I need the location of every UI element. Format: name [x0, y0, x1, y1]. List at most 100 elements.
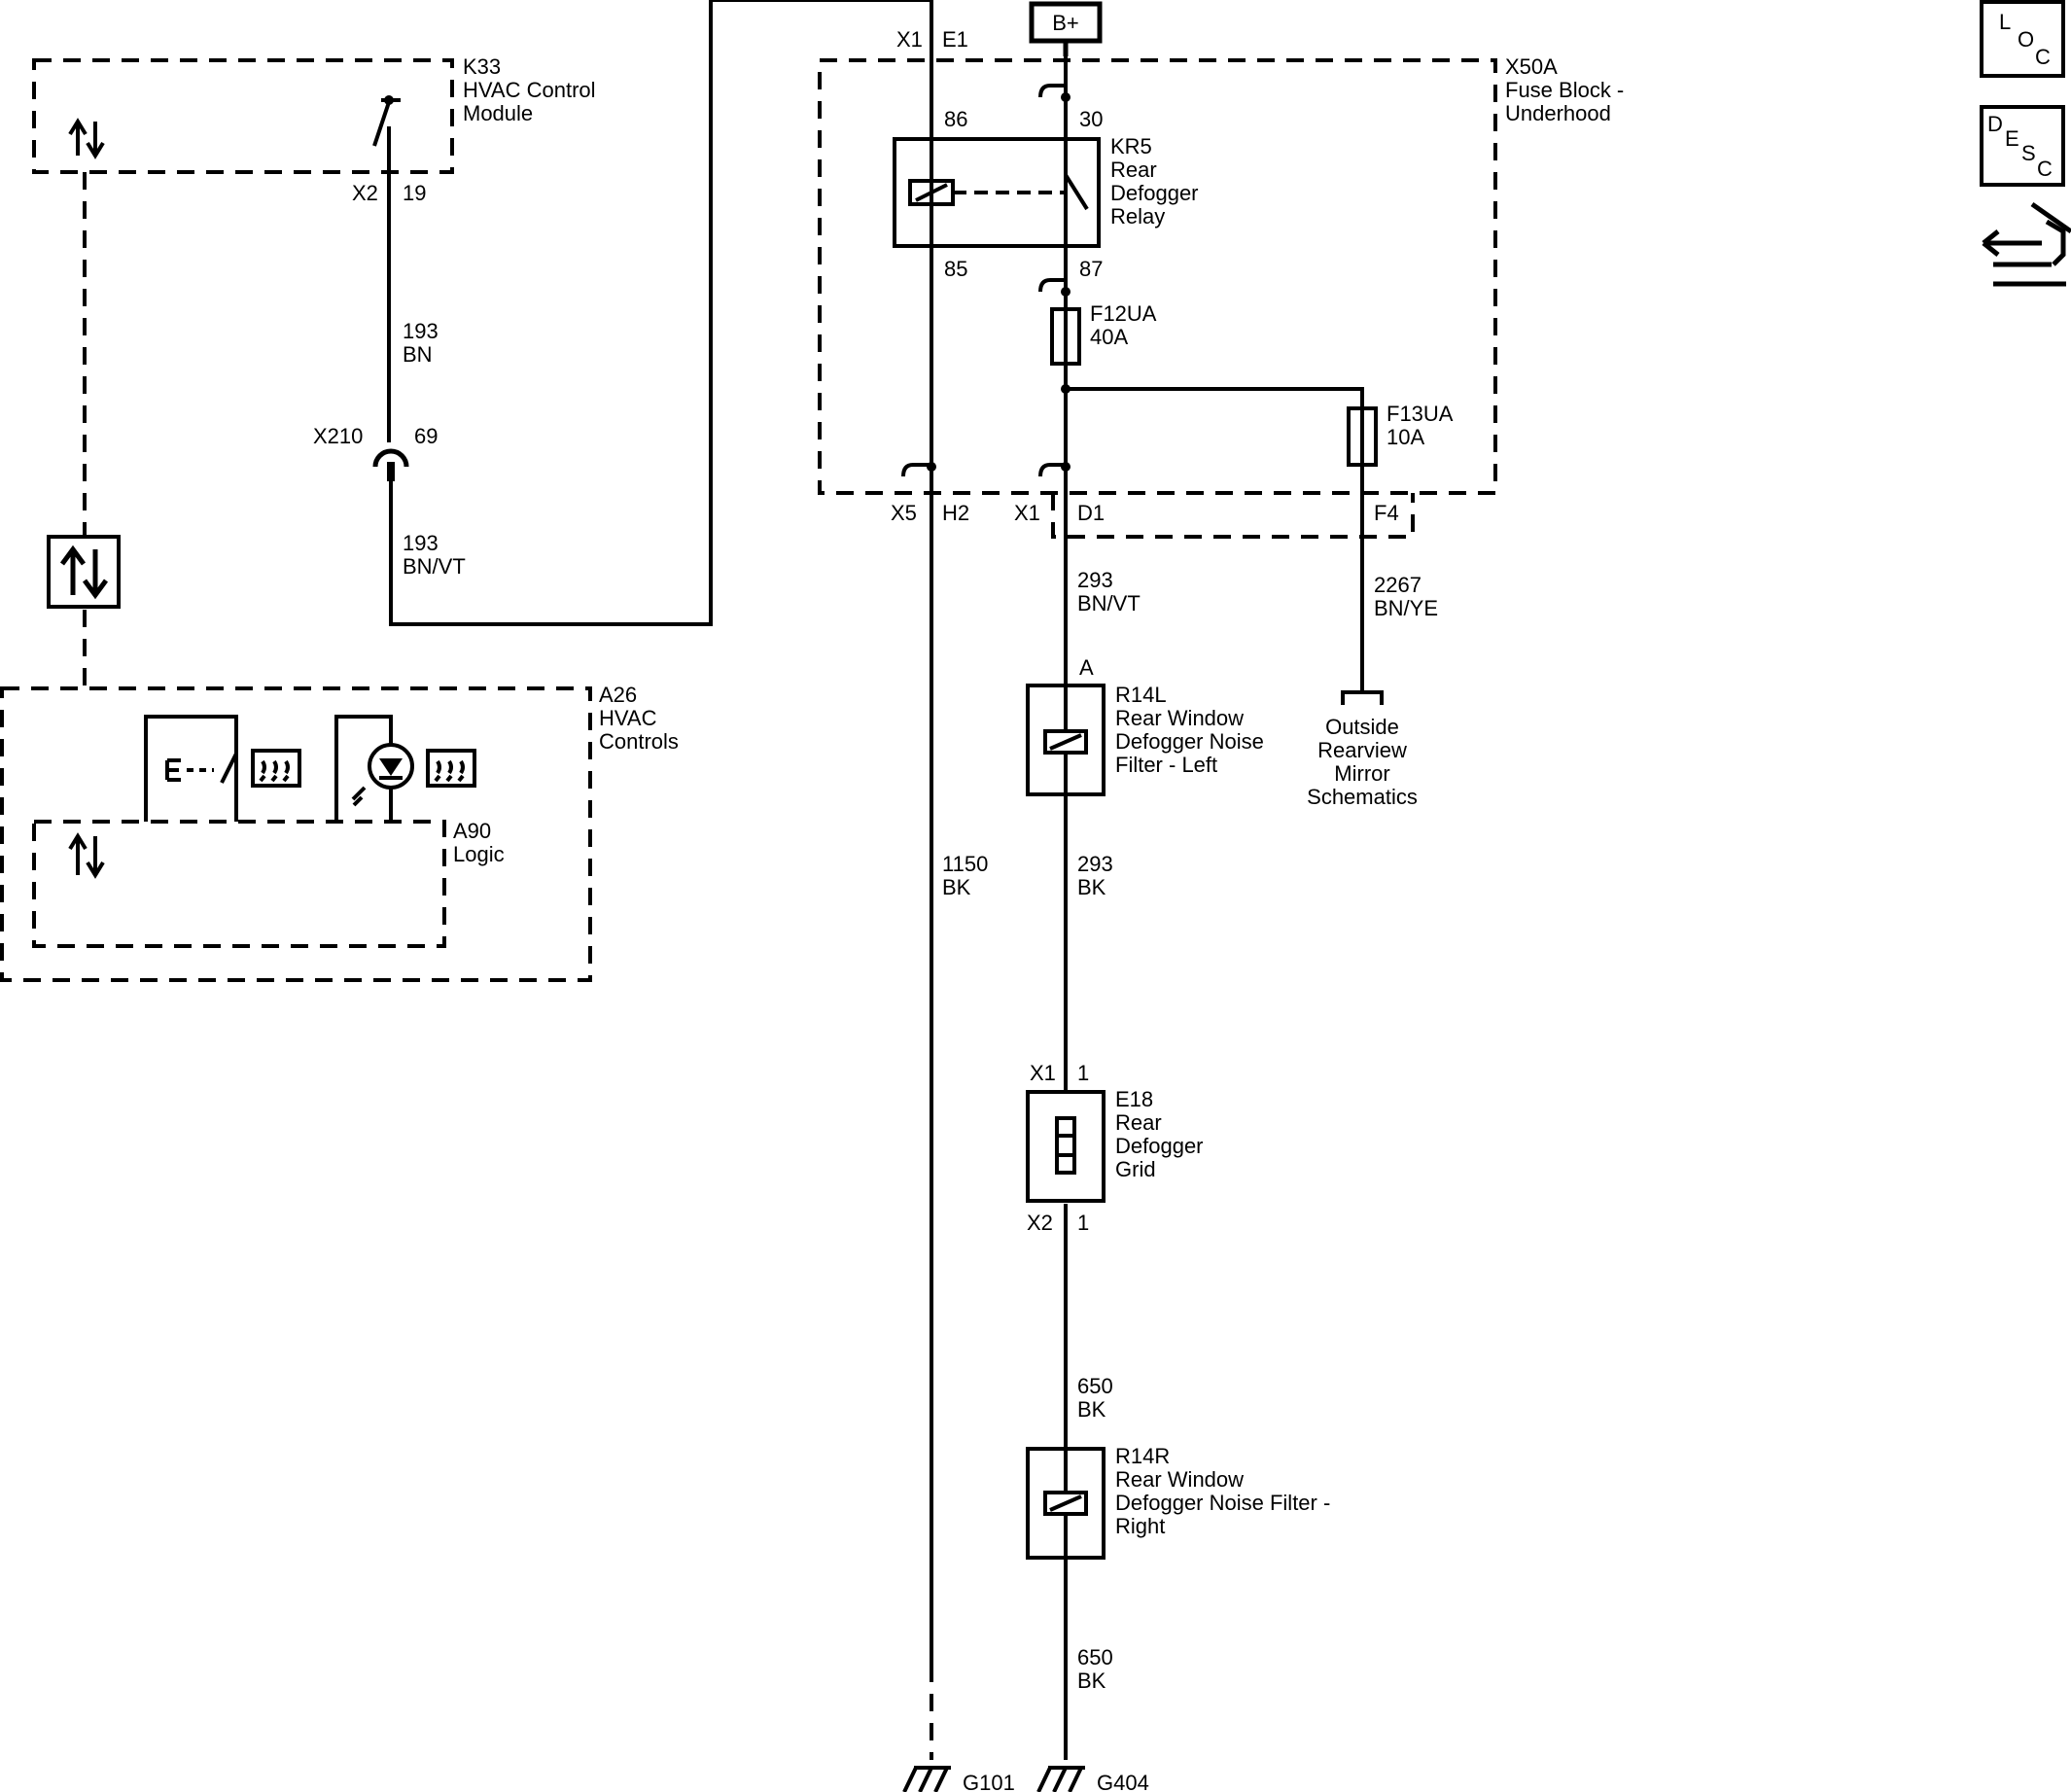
kr5-name-line3: Relay — [1110, 204, 1165, 228]
ground-g404: G404 — [1036, 1766, 1149, 1792]
desc-icon-letter-d: D — [1987, 112, 2003, 136]
kr5-name-line1: Rear — [1110, 158, 1157, 182]
location-view-button[interactable]: L O C — [1980, 0, 2065, 78]
serial-data-arrows-icon — [68, 832, 105, 879]
mirror-ref-line2: Rearview — [1317, 738, 1407, 762]
e18-name-line1: Rear — [1115, 1110, 1162, 1135]
k33-connector: X2 — [352, 181, 378, 205]
wire-650b-circuit: 650 — [1077, 1645, 1113, 1669]
kr5-rear-defogger-relay: 86 30 85 87 KR5 Rear Defogger Relay — [893, 107, 1199, 281]
wire-650b-color: BK — [1077, 1669, 1106, 1693]
connector-hook-30 — [1038, 84, 1066, 98]
x50a-fuse-block-underhood: X50A Fuse Block - Underhood X1 E1 86 30 … — [818, 27, 1624, 539]
x50a-name-line2: Underhood — [1505, 101, 1611, 125]
x50a-d1-pin: D1 — [1077, 501, 1105, 525]
desc-icon-letter-s: S — [2021, 141, 2036, 165]
e18-pin-top: 1 — [1077, 1061, 1089, 1085]
wire-193-bn-vt: 193 BN/VT — [389, 0, 933, 626]
k33-name-line2: Module — [463, 101, 533, 125]
f13ua-ref: F13UA — [1387, 402, 1454, 426]
connector-hook-h2 — [901, 463, 931, 477]
wire-1150-circuit: 1150 — [942, 852, 988, 876]
mirror-schematics-reference[interactable]: Outside Rearview Mirror Schematics — [1307, 715, 1418, 809]
defog-indicator-symbol-icon — [426, 749, 476, 788]
x50a-x5-connector: X5 — [891, 501, 917, 525]
kr5-name-line2: Defogger — [1110, 181, 1199, 205]
r14r-noise-filter-right: R14R Rear Window Defogger Noise Filter -… — [1026, 1444, 1330, 1560]
defog-symbol-icon — [251, 749, 301, 788]
a26-ref: A26 — [599, 683, 637, 707]
kr5-pin-87: 87 — [1079, 257, 1103, 281]
a90-name: Logic — [453, 842, 505, 866]
battery-label: B+ — [1052, 11, 1079, 35]
loc-icon-letter-c: C — [2035, 45, 2051, 69]
wire-1150-color: BK — [942, 875, 971, 899]
mirror-ref-line3: Mirror — [1334, 761, 1389, 786]
x50a-name-line1: Fuse Block - — [1505, 78, 1624, 102]
loc-icon-letter-l: L — [1999, 10, 2011, 34]
wire-1150-bk: 1150 BK — [927, 117, 988, 1760]
ground-g101: G101 — [902, 1766, 1015, 1792]
mirror-ref-line4: Schematics — [1307, 785, 1418, 809]
heating-grid-icon — [1055, 1116, 1076, 1175]
wire-293-bn-vt: 293 BN/VT — [1077, 568, 1141, 615]
x50a-x1-connector: X1 — [1014, 501, 1040, 525]
wire-193b-color: BN/VT — [403, 554, 466, 579]
r14r-ref: R14R — [1115, 1444, 1170, 1468]
e18-rear-defogger-grid: X1 1 E18 Rear Defogger Grid X2 1 — [1026, 1061, 1204, 1235]
desc-icon-letter-c: C — [2037, 157, 2053, 181]
a26-hvac-controls: A26 HVAC Controls A90 Logic — [0, 683, 679, 982]
r14l-ref: R14L — [1115, 683, 1167, 707]
k33-pin: 19 — [403, 181, 426, 205]
noise-filter-icon — [1043, 1491, 1088, 1516]
e18-connector-top: X1 — [1030, 1061, 1056, 1085]
wire-293-bk: 293 BK — [1077, 852, 1113, 899]
noise-filter-icon — [1043, 729, 1088, 755]
k33-name-line1: HVAC Control — [463, 78, 596, 102]
r14r-name-line3: Right — [1115, 1514, 1165, 1538]
description-view-button[interactable]: D E S C — [1980, 105, 2065, 187]
x50a-f4-pin: F4 — [1374, 501, 1399, 525]
e18-name-line2: Defogger — [1115, 1134, 1204, 1158]
serial-data-module-icon — [47, 535, 121, 609]
r14l-name-line3: Filter - Left — [1115, 753, 1217, 777]
connector-hook-87 — [1038, 278, 1066, 293]
wire-293-color: BN/VT — [1077, 591, 1141, 615]
serial-data-arrows-icon — [68, 118, 105, 159]
f12ua-fuse: F12UA 40A — [1050, 301, 1157, 366]
r14l-noise-filter-left: A R14L Rear Window Defogger Noise Filter… — [1026, 655, 1264, 796]
wire-293bk-circuit: 293 — [1077, 852, 1113, 876]
r14r-name-line1: Rear Window — [1115, 1467, 1244, 1492]
x210-inline-connector: X210 69 — [313, 424, 438, 481]
wire-293bk-color: BK — [1077, 875, 1106, 899]
a26-name-line1: HVAC — [599, 706, 657, 730]
relay-contact-icon — [1064, 173, 1089, 211]
wire-193-color: BN — [403, 342, 433, 367]
defog-switch-icon — [144, 715, 238, 822]
r14l-name-line2: Defogger Noise — [1115, 729, 1264, 754]
wire-2267-circuit: 2267 — [1374, 573, 1422, 597]
x50a-h2-pin: H2 — [942, 501, 969, 525]
navigation-arrows-icon[interactable] — [1982, 201, 2071, 287]
a90-ref: A90 — [453, 819, 491, 843]
kr5-pin-30: 30 — [1079, 107, 1103, 131]
k33-hvac-control-module: K33 HVAC Control Module X2 19 — [32, 54, 596, 205]
wire-650-bk-lower: 650 BK — [1077, 1645, 1113, 1693]
k33-ref: K33 — [463, 54, 501, 79]
a26-name-line2: Controls — [599, 729, 679, 754]
mirror-feed-wire: 2267 BN/YE — [1066, 387, 1438, 705]
f12ua-rating: 40A — [1090, 325, 1128, 349]
f13ua-rating: 10A — [1387, 425, 1424, 449]
r14l-pin: A — [1079, 655, 1094, 680]
e18-connector-bottom: X2 — [1027, 1211, 1053, 1235]
connector-hook-d1 — [1038, 463, 1066, 477]
wire-650a-circuit: 650 — [1077, 1374, 1113, 1398]
x50a-input-pin: E1 — [942, 27, 968, 52]
kr5-ref: KR5 — [1110, 134, 1152, 158]
k33-switch-icon — [372, 95, 401, 172]
battery-power-source: B+ — [1029, 1, 1103, 56]
loc-icon-letter-o: O — [2018, 27, 2034, 52]
e18-name-line3: Grid — [1115, 1157, 1156, 1181]
wire-650-bk-upper: 650 BK — [1077, 1374, 1113, 1422]
